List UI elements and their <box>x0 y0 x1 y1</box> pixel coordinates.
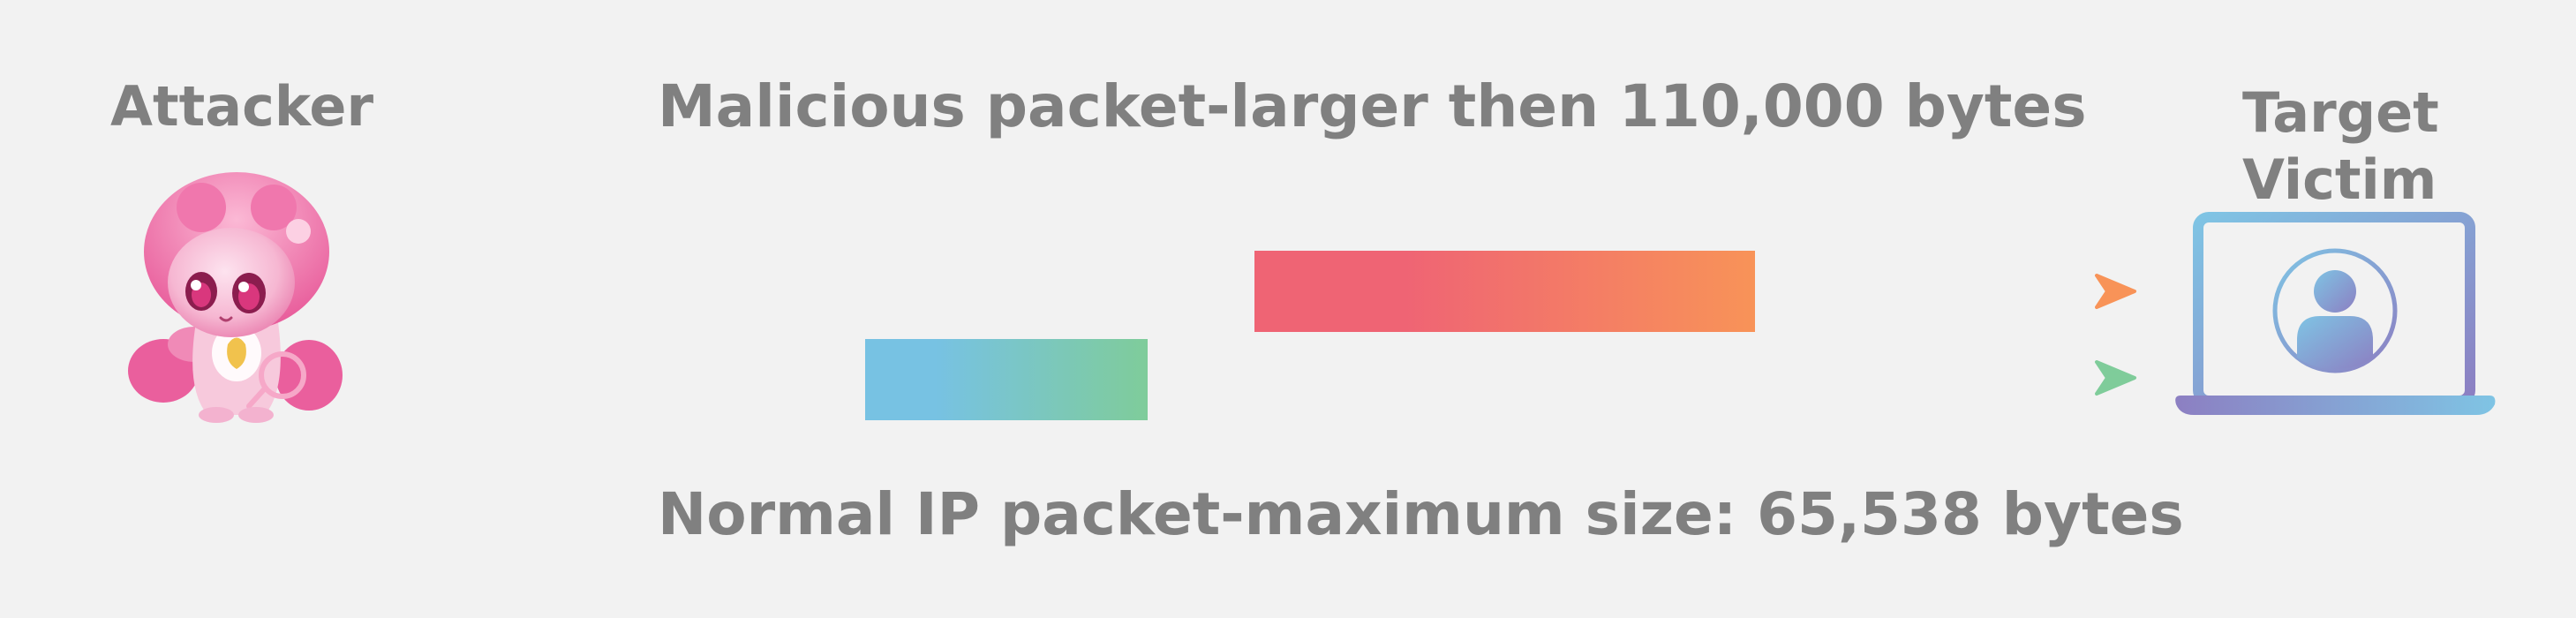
attacker-label: Attacker <box>110 74 374 139</box>
target-label-line2: Victim <box>2242 147 2437 212</box>
target-label-line1: Target <box>2242 80 2439 145</box>
pink-cartoon-character-icon <box>128 172 343 423</box>
target-label: Target Victim <box>2242 79 2439 214</box>
normal-packet-arrow <box>394 360 2136 396</box>
normal-packet-block <box>865 339 1148 420</box>
normal-packet-caption: Normal IP packet-maximum size: 65,538 by… <box>658 480 2184 548</box>
laptop-user-icon <box>2175 212 2496 415</box>
malicious-packet-caption: Malicious packet-larger then 110,000 byt… <box>658 72 2087 140</box>
malicious-packet-block <box>1254 251 1755 332</box>
